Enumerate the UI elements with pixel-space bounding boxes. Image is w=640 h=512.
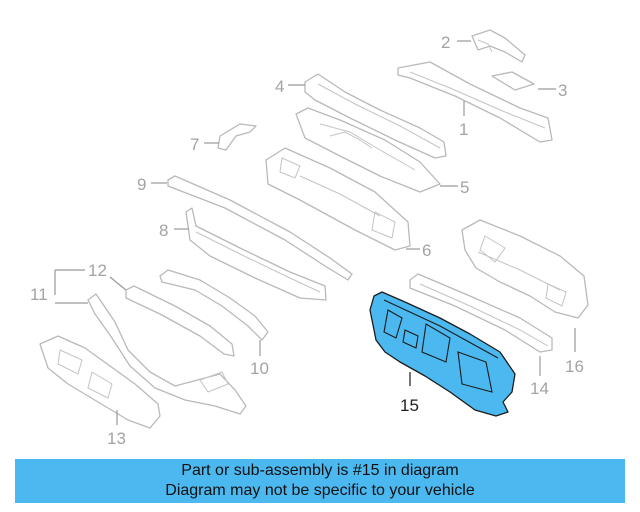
part-10 xyxy=(159,269,269,341)
part-7 xyxy=(217,123,257,151)
callout-5: 5 xyxy=(460,178,469,197)
leader-12 xyxy=(109,276,127,291)
part-5 xyxy=(295,107,441,193)
callout-14: 14 xyxy=(530,379,549,398)
callout-11-bracket xyxy=(54,269,88,304)
callout-7: 7 xyxy=(190,135,199,154)
part-6 xyxy=(265,147,411,251)
callout-11: 11 xyxy=(30,285,48,304)
callout-6: 6 xyxy=(422,241,431,260)
part-16 xyxy=(461,219,589,319)
info-banner: Part or sub-assembly is #15 in diagram D… xyxy=(15,459,625,503)
callout-1: 1 xyxy=(459,120,468,139)
callout-12: 12 xyxy=(88,261,107,280)
part-13 xyxy=(39,335,161,429)
banner-line-1: Part or sub-assembly is #15 in diagram xyxy=(181,462,459,479)
callout-10: 10 xyxy=(250,359,269,378)
part-4 xyxy=(304,73,447,159)
part-2 xyxy=(471,29,526,63)
callout-2: 2 xyxy=(441,33,450,52)
callout-16: 16 xyxy=(565,357,584,376)
callout-13: 13 xyxy=(107,429,126,448)
callout-9: 9 xyxy=(137,175,146,194)
part-1 xyxy=(397,61,553,143)
callout-15: 15 xyxy=(400,396,419,415)
callout-4: 4 xyxy=(275,77,284,96)
parts-diagram: 2 3 1 4 7 5 6 9 xyxy=(30,29,589,448)
part-8 xyxy=(185,207,327,301)
callout-3: 3 xyxy=(558,81,567,100)
part-14 xyxy=(409,273,553,353)
part-15-body xyxy=(369,291,516,417)
part-9 xyxy=(167,175,353,281)
banner-line-2: Diagram may not be specific to your vehi… xyxy=(165,482,475,499)
part-11 xyxy=(87,293,247,415)
part-3 xyxy=(491,71,535,91)
callout-8: 8 xyxy=(159,221,168,240)
part-15-highlighted xyxy=(369,291,516,417)
part-12 xyxy=(125,285,235,357)
